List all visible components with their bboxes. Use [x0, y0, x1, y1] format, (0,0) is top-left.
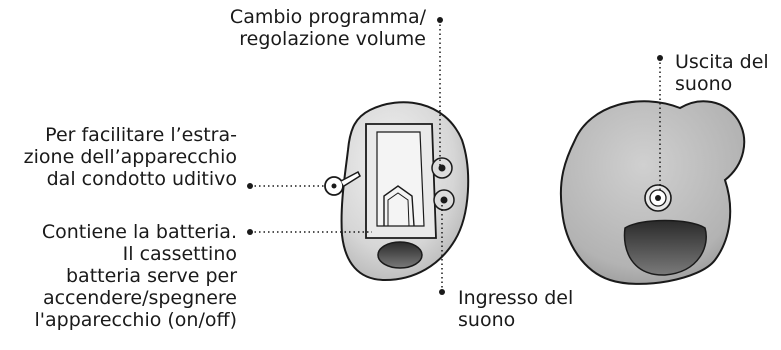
label-line: Per facilitare l’estra-	[45, 124, 237, 146]
label-line: suono	[675, 73, 733, 95]
label-line: Cambio programma/	[229, 6, 426, 28]
label-line: Ingresso del	[458, 287, 574, 309]
label-line: dal condotto uditivo	[46, 168, 237, 190]
label-line: Contiene la batteria.	[41, 221, 237, 243]
leader-lines	[250, 20, 661, 292]
label-line: suono	[458, 309, 516, 331]
label-removal: Per facilitare l’estra- zione dell’appar…	[24, 124, 237, 190]
label-battery: Contiene la batteria. Il cassettino batt…	[35, 221, 237, 331]
label-line: l'apparecchio (on/off)	[34, 309, 237, 331]
label-sound-outlet: Uscita del suono	[675, 51, 769, 95]
leader-dots	[247, 17, 663, 295]
label-sound-inlet: Ingresso del suono	[458, 287, 573, 331]
hearing-aid-canal-view	[559, 100, 746, 285]
canal-opening	[623, 219, 707, 276]
vent-opening	[377, 241, 423, 269]
label-line: Il cassettino	[122, 243, 237, 265]
battery-door-clip	[383, 185, 415, 227]
hearing-aid-faceplate-view	[324, 101, 470, 282]
label-program-change: Cambio programma/ regolazione volume	[230, 6, 426, 50]
label-line: Uscita del	[675, 51, 769, 73]
label-line: zione dell’apparecchio	[23, 146, 237, 168]
label-line: regolazione volume	[239, 28, 426, 50]
label-line: accendere/spegnere	[42, 287, 237, 309]
label-line: batteria serve per	[66, 265, 237, 287]
